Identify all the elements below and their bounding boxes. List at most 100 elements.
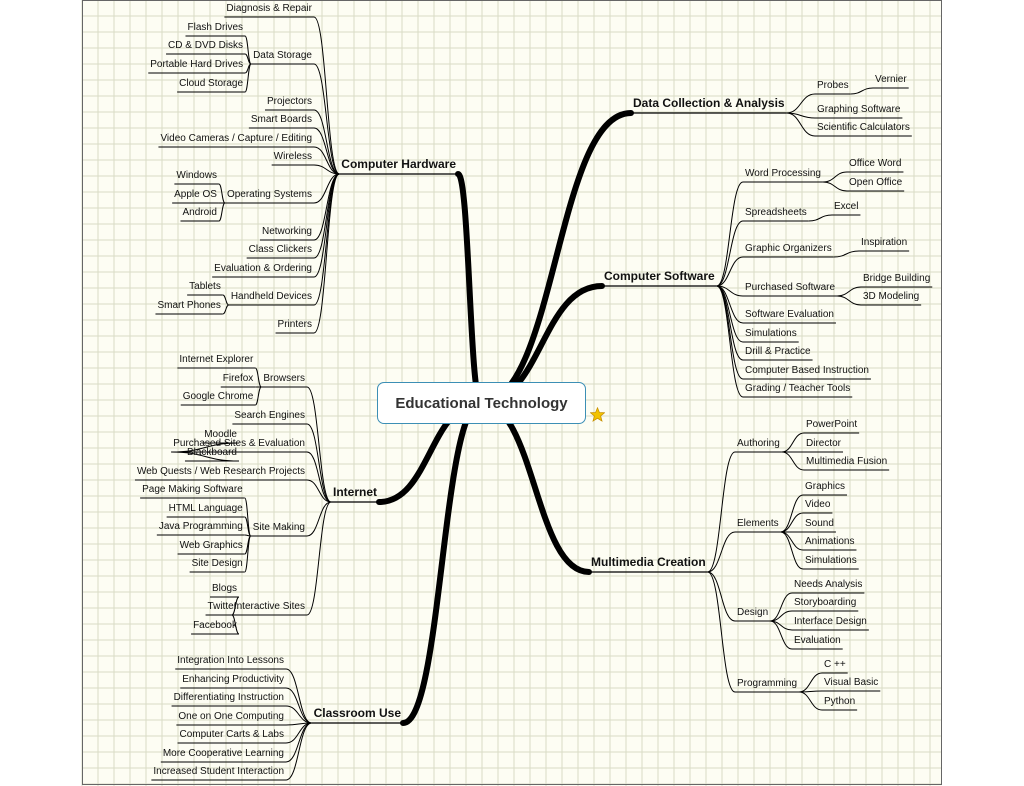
subtopic-purchased-sites-evaluation[interactable]: Purchased Sites & Evaluation — [173, 438, 305, 449]
subtopic-cloud-storage[interactable]: Cloud Storage — [179, 78, 244, 89]
subtopic-site-making[interactable]: Site Making — [252, 522, 305, 533]
subtopic-web-graphics[interactable]: Web Graphics — [179, 540, 243, 551]
subtopic-3d-modeling[interactable]: 3D Modeling — [863, 291, 920, 302]
subtopic-web-quests-web-research-projects[interactable]: Web Quests / Web Research Projects — [136, 466, 305, 477]
topic-computer-software[interactable]: Computer Software — [604, 269, 715, 283]
subtopic-evaluation-ordering[interactable]: Evaluation & Ordering — [214, 263, 312, 274]
subtopic-more-cooperative-learning[interactable]: More Cooperative Learning — [162, 748, 284, 759]
subtopic-operating-systems[interactable]: Operating Systems — [226, 189, 312, 200]
subtopic-firefox[interactable]: Firefox — [222, 373, 254, 384]
subtopic-moodle[interactable]: Moodle — [204, 429, 237, 440]
subtopic-director[interactable]: Director — [806, 438, 842, 449]
central-topic[interactable]: Educational Technology — [377, 382, 586, 424]
subtopic-simulations[interactable]: Simulations — [805, 555, 857, 566]
subtopic-smart-boards[interactable]: Smart Boards — [250, 114, 312, 125]
connector — [231, 596, 240, 616]
topic-multimedia-creation[interactable]: Multimedia Creation — [591, 555, 706, 569]
subtopic-grading-teacher-tools[interactable]: Grading / Teacher Tools — [745, 383, 851, 394]
subtopic-blackboard[interactable]: Blackboard — [186, 447, 237, 458]
subtopic-design[interactable]: Design — [737, 607, 769, 618]
subtopic-flash-drives[interactable]: Flash Drives — [187, 22, 244, 33]
subtopic-integration-into-lessons[interactable]: Integration Into Lessons — [177, 655, 284, 666]
subtopic-software-evaluation[interactable]: Software Evaluation — [745, 309, 834, 320]
connector — [313, 173, 340, 334]
subtopic-wireless[interactable]: Wireless — [273, 151, 312, 162]
topic-internet[interactable]: Internet — [332, 485, 377, 499]
subtopic-excel[interactable]: Excel — [834, 201, 859, 212]
subtopic-interface-design[interactable]: Interface Design — [794, 616, 867, 627]
subtopic-authoring[interactable]: Authoring — [737, 438, 780, 449]
subtopic-blogs[interactable]: Blogs — [211, 583, 237, 594]
subtopic-computer-carts-labs[interactable]: Computer Carts & Labs — [179, 729, 285, 740]
subtopic-site-design[interactable]: Site Design — [191, 558, 243, 569]
subtopic-spreadsheets[interactable]: Spreadsheets — [745, 207, 807, 218]
subtopic-interactive-sites[interactable]: Interactive Sites — [233, 601, 305, 612]
subtopic-powerpoint[interactable]: PowerPoint — [806, 419, 858, 430]
subtopic-animations[interactable]: Animations — [805, 536, 855, 547]
subtopic-programming[interactable]: Programming — [737, 678, 798, 689]
subtopic-computer-based-instruction[interactable]: Computer Based Instruction — [745, 365, 869, 376]
connector — [244, 516, 252, 537]
subtopic-twitter[interactable]: Twitter — [207, 601, 237, 612]
subtopic-data-storage[interactable]: Data Storage — [253, 50, 312, 61]
subtopic-html-language[interactable]: HTML Language — [168, 503, 243, 514]
connector — [313, 173, 340, 306]
subtopic-page-making-software[interactable]: Page Making Software — [142, 484, 243, 495]
subtopic-c[interactable]: C ++ — [824, 659, 846, 670]
subtopic-open-office[interactable]: Open Office — [849, 177, 903, 188]
subtopic-printers[interactable]: Printers — [277, 319, 312, 330]
subtopic-vernier[interactable]: Vernier — [875, 74, 907, 85]
subtopic-diagnosis-repair[interactable]: Diagnosis & Repair — [226, 3, 312, 14]
topic-data-collection-analysis[interactable]: Data Collection & Analysis — [633, 96, 785, 110]
main-branch-connector — [455, 171, 484, 406]
subtopic-networking[interactable]: Networking — [261, 226, 312, 237]
subtopic-word-processing[interactable]: Word Processing — [745, 168, 821, 179]
subtopic-bridge-building[interactable]: Bridge Building — [863, 273, 931, 284]
subtopic-graphic-organizers[interactable]: Graphic Organizers — [745, 243, 832, 254]
connector — [254, 386, 262, 406]
subtopic-windows[interactable]: Windows — [176, 170, 217, 181]
connector — [837, 295, 862, 306]
main-branch-connector — [478, 110, 634, 406]
subtopic-java-programming[interactable]: Java Programming — [158, 521, 243, 532]
subtopic-google-chrome[interactable]: Google Chrome — [182, 391, 254, 402]
subtopic-one-on-one-computing[interactable]: One on One Computing — [178, 711, 284, 722]
subtopic-portable-hard-drives[interactable]: Portable Hard Drives — [150, 59, 244, 70]
subtopic-storyboarding[interactable]: Storyboarding — [794, 597, 857, 608]
subtopic-probes[interactable]: Probes — [817, 80, 849, 91]
subtopic-scientific-calculators[interactable]: Scientific Calculators — [817, 122, 910, 133]
topic-classroom-use[interactable]: Classroom Use — [313, 706, 401, 720]
subtopic-needs-analysis[interactable]: Needs Analysis — [794, 579, 863, 590]
topic-computer-hardware[interactable]: Computer Hardware — [341, 157, 456, 171]
subtopic-video[interactable]: Video — [805, 499, 831, 510]
subtopic-facebook[interactable]: Facebook — [193, 620, 237, 631]
subtopic-office-word[interactable]: Office Word — [849, 158, 902, 169]
subtopic-purchased-software[interactable]: Purchased Software — [745, 282, 836, 293]
subtopic-android[interactable]: Android — [182, 207, 217, 218]
subtopic-handheld-devices[interactable]: Handheld Devices — [230, 291, 312, 302]
subtopic-internet-explorer[interactable]: Internet Explorer — [179, 354, 254, 365]
subtopic-differentiating-instruction[interactable]: Differentiating Instruction — [173, 692, 284, 703]
subtopic-multimedia-fusion[interactable]: Multimedia Fusion — [806, 456, 888, 467]
subtopic-increased-student-interaction[interactable]: Increased Student Interaction — [153, 766, 284, 777]
subtopic-enhancing-productivity[interactable]: Enhancing Productivity — [182, 674, 284, 685]
subtopic-evaluation[interactable]: Evaluation — [794, 635, 841, 646]
subtopic-projectors[interactable]: Projectors — [266, 96, 312, 107]
subtopic-apple-os[interactable]: Apple OS — [174, 189, 217, 200]
subtopic-search-engines[interactable]: Search Engines — [234, 410, 305, 421]
subtopic-simulations[interactable]: Simulations — [745, 328, 797, 339]
subtopic-cd-dvd-disks[interactable]: CD & DVD Disks — [168, 40, 244, 51]
subtopic-browsers[interactable]: Browsers — [263, 373, 305, 384]
subtopic-sound[interactable]: Sound — [805, 518, 834, 529]
subtopic-visual-basic[interactable]: Visual Basic — [824, 677, 879, 688]
subtopic-python[interactable]: Python — [824, 696, 856, 707]
subtopic-class-clickers[interactable]: Class Clickers — [248, 244, 312, 255]
subtopic-graphing-software[interactable]: Graphing Software — [817, 104, 901, 115]
subtopic-elements[interactable]: Elements — [737, 518, 779, 529]
subtopic-smart-phones[interactable]: Smart Phones — [157, 300, 221, 311]
subtopic-inspiration[interactable]: Inspiration — [861, 237, 908, 248]
subtopic-tablets[interactable]: Tablets — [189, 281, 221, 292]
subtopic-graphics[interactable]: Graphics — [805, 481, 846, 492]
subtopic-video-cameras-capture-editing[interactable]: Video Cameras / Capture / Editing — [160, 133, 312, 144]
subtopic-drill-practice[interactable]: Drill & Practice — [745, 346, 811, 357]
